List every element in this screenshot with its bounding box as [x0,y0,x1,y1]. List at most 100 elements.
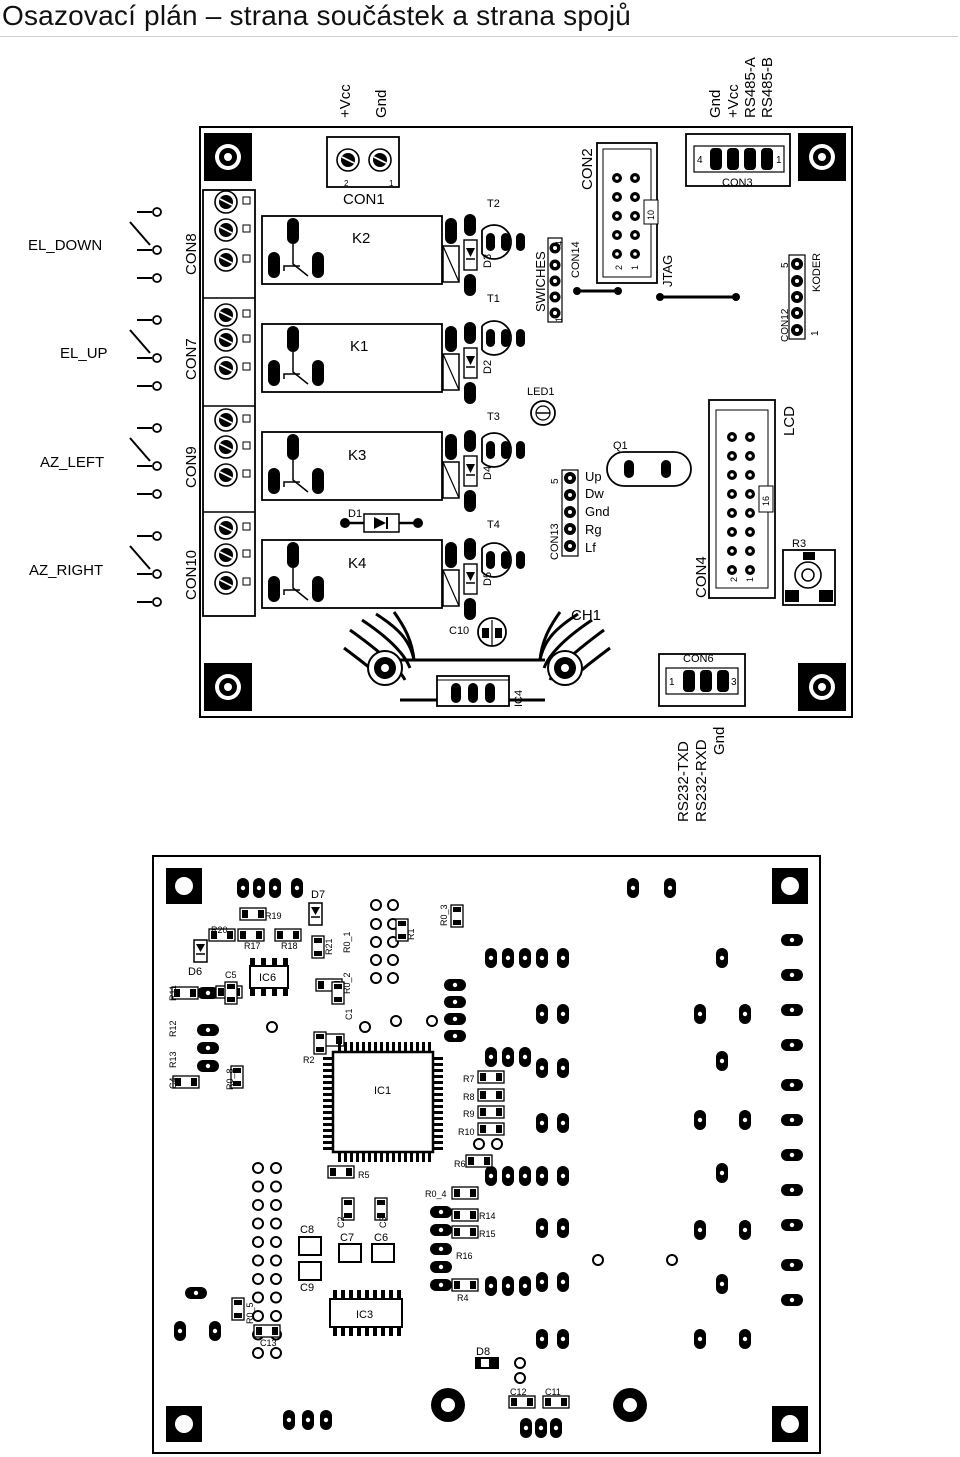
smd-component [231,1297,245,1321]
label-r18: R18 [281,941,298,951]
through-hole-pad [387,972,399,984]
solder-pad [781,969,803,981]
con1-connector: 2 1 CON1 [326,136,400,208]
through-hole-pad [270,1273,282,1285]
through-hole-pad [252,1217,264,1230]
label-con3: CON3 [722,177,753,189]
con1-pin1: 1 [389,179,394,188]
solder-pad [716,1274,728,1294]
label-d2: D2 [482,360,494,374]
diode-transistor-pair [463,320,525,404]
mounting-hole-top-left [204,133,252,181]
label-d1: D1 [348,508,362,520]
label-r12: R12 [168,1020,178,1037]
solder-pad [781,1114,803,1126]
solder-pad [430,1279,452,1291]
through-hole-pad [387,899,399,911]
label-t3: T3 [487,411,500,423]
solder-pad [291,878,303,898]
con2-pin10: 10 [646,210,656,220]
ic3-chip: IC3 [329,1290,403,1336]
label-con13-gnd: Gnd [585,504,610,519]
label-gnd: Gnd [373,90,390,118]
label-con13-rg: Rg [585,522,602,537]
label-el-up: EL_UP [60,345,108,362]
solder-pad [502,948,514,968]
label-r4: R4 [457,1293,469,1303]
con2-pin2: 2 [614,265,624,270]
label-ic3: IC3 [356,1309,373,1321]
label-con2: CON2 [579,148,596,190]
solder-pad [174,1321,186,1341]
solder-pad [557,948,569,968]
con3-pin1: 1 [776,155,782,166]
con14-pin4: 4 [554,241,564,246]
terminal-screw [214,328,238,352]
solder-pad [519,948,531,968]
label-k1: K1 [350,338,368,355]
solder-pad [197,1024,219,1036]
solder-pad [739,1220,751,1240]
smd-resistor [477,1088,505,1102]
q1-crystal: Q1 [606,440,692,487]
label-ic4: IC4 [513,690,525,707]
smd-resistor [237,928,265,942]
label-r0-1: R0_1 [342,931,352,953]
solder-pad [536,1166,548,1186]
label-con13-dw: Dw [585,486,604,501]
smd-resistor [253,1324,281,1338]
smd-resistor [451,1225,479,1239]
label-rs232-rxd: RS232-RXD [693,739,710,822]
through-hole-pad [252,1162,264,1174]
label-k2: K2 [352,230,370,247]
label-r7: R7 [463,1074,475,1084]
label-r15: R15 [479,1229,496,1239]
through-hole-pad [270,1199,282,1211]
label-rs232-txd: RS232-TXD [675,741,692,822]
solder-pad [320,1410,332,1430]
solder-pad [716,1051,728,1071]
con3-connector: 4 1 CON3 [685,133,791,189]
relay [261,323,460,393]
mounting-hole-bottom-left [204,663,252,711]
con6-pin3: 3 [731,677,737,688]
through-hole-pad [270,1254,282,1267]
solder-pad [485,1047,497,1067]
label-c9: C9 [300,1282,314,1294]
ic6-chip: IC6 [249,958,289,996]
label-el-down: EL_DOWN [28,237,102,254]
label-con1: CON1 [343,191,385,208]
label-vcc: +Vcc [337,84,354,118]
page-title: Osazovací plán – strana součástek a stra… [2,0,632,31]
label-swiches: SWICHES [533,251,548,312]
terminal-screw [214,516,238,540]
through-hole-pad [252,1291,264,1304]
through-hole-pad [270,1291,282,1304]
con13-pin5: 5 [550,478,561,484]
through-hole-pad [266,1021,278,1033]
solder-pad [519,1276,531,1296]
label-r2: R2 [303,1055,315,1065]
solder-pad [781,1219,803,1231]
solder-pad [502,1166,514,1186]
solder-pad [536,1058,548,1078]
con1-pin2: 2 [344,179,349,188]
con13-control-header: Up Dw Gnd Rg Lf CON13 5 [549,469,610,560]
led1: LED1 [527,386,556,426]
label-c6: C6 [374,1232,388,1244]
through-hole-pad [252,1199,264,1211]
ic4-regulator: IC4 [436,675,525,707]
solder-pad [739,1004,751,1024]
label-c2: C2 [336,1216,346,1228]
terminal-screw [214,218,238,242]
label-ic1: IC1 [374,1085,391,1097]
bottom-mounting-hole-bl [166,1406,202,1442]
relay [261,431,460,501]
label-c10: C10 [449,625,469,637]
through-hole-pad [370,954,382,966]
solder-pad [664,878,676,898]
con12-pin1: 1 [810,330,821,336]
through-hole-pad [370,936,382,948]
solder-pad [694,1110,706,1130]
diode-transistor-pair [463,538,525,620]
